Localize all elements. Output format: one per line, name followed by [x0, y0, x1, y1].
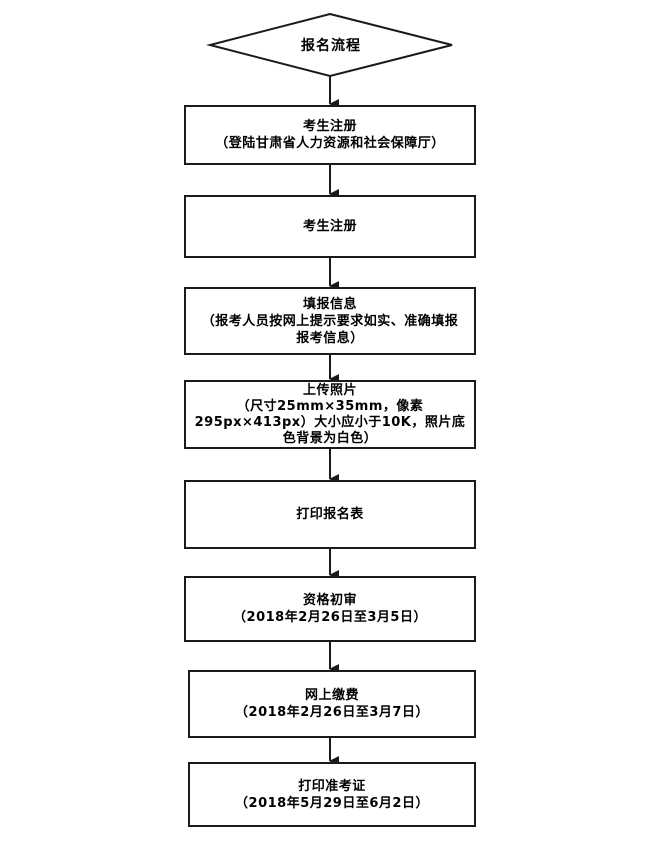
- step-date-range: （2018年5月29日至6月2日）: [235, 795, 429, 811]
- step-title: 上传照片: [302, 382, 357, 398]
- step-register-portal: 考生注册 （登陆甘肃省人力资源和社会保障厅）: [184, 105, 476, 165]
- step-detail: 色背景为白色）: [282, 430, 378, 446]
- step-title: 网上缴费: [304, 688, 359, 703]
- step-fill-info: 填报信息 （报考人员按网上提示要求如实、准确填报 报考信息）: [184, 287, 476, 355]
- step-preliminary-review: 资格初审 （2018年2月26日至3月5日）: [184, 576, 476, 642]
- step-detail: 295px×413px）大小应小于10K，照片底: [194, 414, 466, 430]
- step-register: 考生注册: [184, 195, 476, 258]
- step-detail: （尺寸25mm×35mm，像素: [236, 398, 424, 414]
- step-print-form: 打印报名表: [184, 480, 476, 549]
- step-title: 打印报名表: [296, 507, 364, 522]
- step-title: 填报信息: [302, 296, 357, 312]
- start-label: 报名流程: [301, 38, 361, 54]
- step-title: 考生注册: [302, 219, 357, 234]
- step-title: 考生注册: [302, 119, 357, 134]
- step-date-range: （2018年2月26日至3月7日）: [235, 705, 429, 720]
- step-detail: 报考信息）: [296, 330, 364, 346]
- step-upload-photo: 上传照片 （尺寸25mm×35mm，像素 295px×413px）大小应小于10…: [184, 380, 476, 449]
- step-title: 打印准考证: [298, 778, 366, 794]
- step-date-range: （2018年2月26日至3月5日）: [233, 610, 427, 625]
- step-online-payment: 网上缴费 （2018年2月26日至3月7日）: [188, 670, 476, 738]
- step-detail: （报考人员按网上提示要求如实、准确填报: [201, 313, 459, 329]
- step-title: 资格初审: [302, 593, 357, 608]
- step-detail: （登陆甘肃省人力资源和社会保障厅）: [215, 136, 445, 151]
- step-print-admission-ticket: 打印准考证 （2018年5月29日至6月2日）: [188, 762, 476, 827]
